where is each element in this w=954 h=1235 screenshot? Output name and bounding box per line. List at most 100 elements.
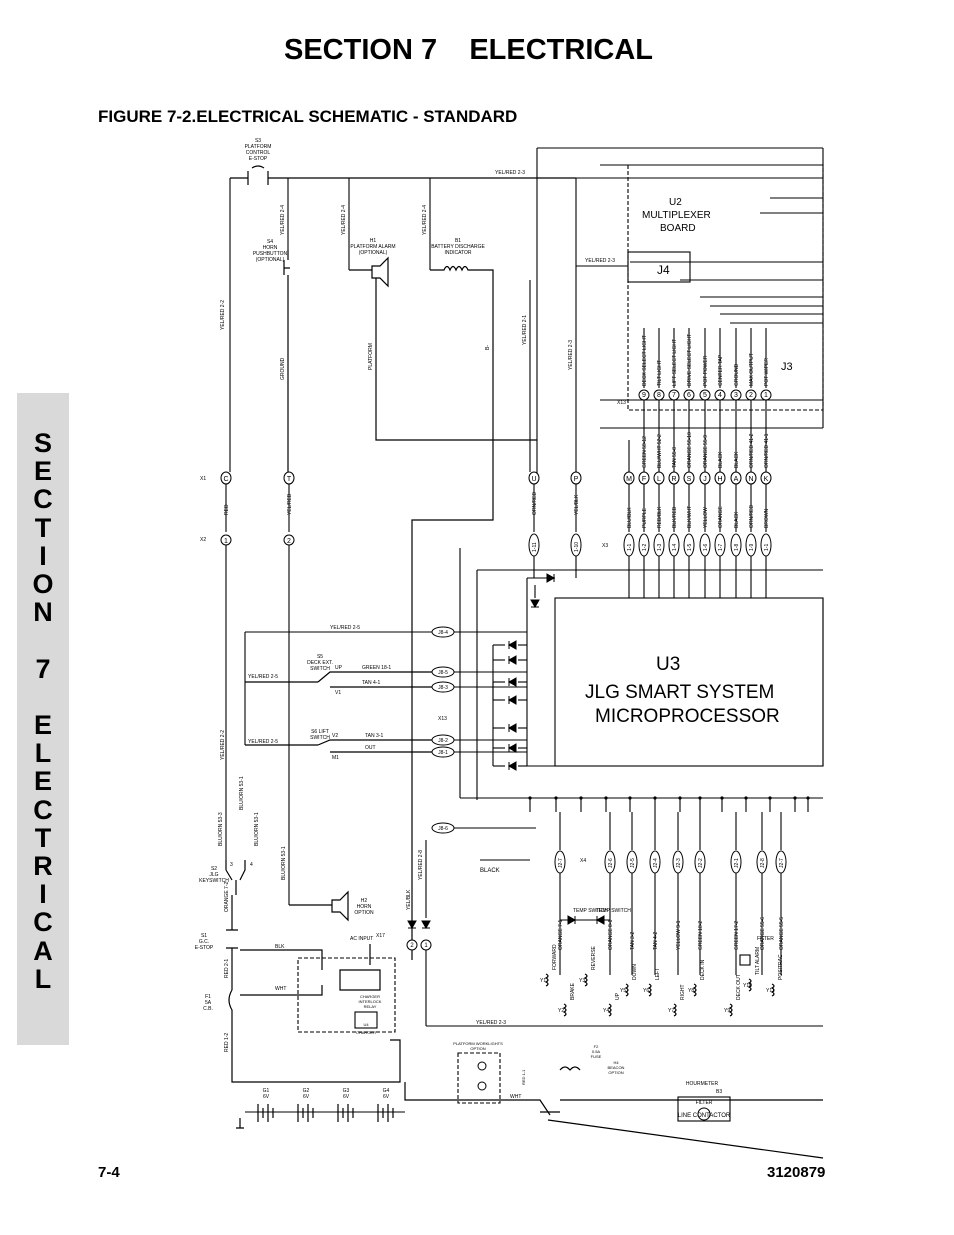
x17-pin-label: 1 <box>424 943 428 949</box>
battery-label: 6V <box>343 1094 350 1100</box>
component-label: BEACON <box>608 1065 625 1070</box>
wire-label: M1 <box>332 755 339 761</box>
side-tab-letter: C <box>33 794 53 825</box>
u2-label: MULTIPLEXER <box>642 210 711 221</box>
wire-label: BLU/ORN 53-3 <box>218 812 224 846</box>
wire-label: YEL/RED 2-5 <box>330 625 360 631</box>
h1-alarm <box>349 256 389 288</box>
j2-pin-label: J2-7 <box>558 858 564 868</box>
wire-label: YEL/RED 2-3 <box>568 340 574 370</box>
s5-switch <box>245 671 432 688</box>
component-label: KEYSWITCH <box>199 878 229 884</box>
junction-dot <box>653 796 657 800</box>
u2-j4-label: J4 <box>657 263 670 277</box>
mid-wire-label: ORN/RED <box>532 492 538 515</box>
component-label: SWITCH <box>310 666 330 672</box>
connector-ref: X13 <box>438 716 447 722</box>
valve-function-label: DOWN <box>632 964 638 980</box>
wire-label: BLK <box>275 944 285 950</box>
x3-wire-label: RED/BLK <box>657 506 663 528</box>
component-label: SWITCH <box>310 735 330 741</box>
valve-function-label: UP <box>615 992 621 1000</box>
junction-dot <box>579 796 583 800</box>
mid-wire-label: RED <box>224 504 230 515</box>
x3-pin-label: 1-3 <box>657 544 663 551</box>
ground-symbol <box>236 1118 244 1129</box>
valve-function-label: DECK IN <box>700 959 706 980</box>
component-label: INDICATOR <box>444 250 471 256</box>
wire-label: BLU/ORN 53-1 <box>254 812 260 846</box>
wire-label: YEL/RED 2-5 <box>248 674 278 680</box>
junction-dot <box>698 796 702 800</box>
battery-cell <box>377 1104 394 1122</box>
connector-ref: X4 <box>580 858 586 864</box>
connector-ref: X17 <box>376 933 385 939</box>
junction-dot <box>678 796 682 800</box>
solenoid-coil <box>747 978 752 992</box>
component-label: F2 <box>594 1044 599 1049</box>
solenoid-coil <box>562 1003 567 1017</box>
diode <box>530 599 540 609</box>
side-tab-letter: O <box>32 569 54 600</box>
side-tab-letter: C <box>33 907 53 938</box>
wire-label: YEL/RED 2-3 <box>476 1020 506 1026</box>
valve-wire-label: YELLOW 9-1 <box>676 920 682 950</box>
j3-function-label: POT WIPER <box>764 358 770 386</box>
wire-label: YEL/RED 2-4 <box>341 205 347 235</box>
component-label: S2 <box>211 866 217 872</box>
component-label: H4 <box>613 1060 619 1065</box>
mid-connector-letter: U <box>531 476 536 483</box>
side-tab-letter: E <box>33 766 52 797</box>
mid-pin-label: 1-11 <box>532 542 538 552</box>
valve-function-label: REVERSE <box>591 945 597 970</box>
diode <box>507 695 517 705</box>
x3-wire-label: BLACK <box>734 511 740 528</box>
u3-title: U3 <box>656 654 680 675</box>
component-label: C.B. <box>203 1006 213 1012</box>
u2-j3-label: J3 <box>781 361 793 373</box>
j3-wire-label: ORANGE 55-9 <box>703 435 709 468</box>
component-label: S5 <box>317 654 323 660</box>
j8-pin-label: J8-3 <box>438 685 448 691</box>
m1-motor <box>697 1107 711 1121</box>
valve-function-label: RIGHT <box>680 984 686 1000</box>
valve-id: Y1 <box>540 978 546 984</box>
pin-label: 3 <box>230 862 233 868</box>
wire-label: YEL/RED 2-8 <box>418 850 424 880</box>
x1-letter: H <box>717 476 722 483</box>
work-light <box>477 1061 487 1071</box>
j3-pin-number: 3 <box>734 392 738 399</box>
component-label: HOURMETER <box>686 1081 719 1087</box>
j3-wire-label: ORANGE 55-10 <box>687 432 693 468</box>
battery-label: G1 <box>263 1088 270 1094</box>
side-tab-letter: A <box>33 935 53 966</box>
wire-label: UP <box>335 665 343 671</box>
u4-charger <box>354 1011 378 1029</box>
wire-label: YEL/RED 2-3 <box>585 258 615 264</box>
wire-label: OUT <box>365 745 376 751</box>
u2-label: BOARD <box>660 223 696 234</box>
h2-horn <box>289 890 349 922</box>
junction-dot <box>744 796 748 800</box>
j3-function-label: DRIVE SELECT LIGHT <box>687 334 693 386</box>
battery-cell <box>257 1104 274 1122</box>
wire-label: BLACK <box>480 868 500 874</box>
mid-connector-letter: T <box>287 476 292 483</box>
x3-pin-label: 1-7 <box>718 544 724 551</box>
valve-function-label: LEFT <box>655 968 661 980</box>
valve-id: Y4 <box>603 1008 609 1014</box>
x3-wire-label: BLU/BLK <box>627 507 633 528</box>
side-tab-letter: N <box>33 597 53 628</box>
solenoid-coil <box>728 1003 733 1017</box>
component-label: 5A <box>205 1000 212 1006</box>
valve-id: Y6 <box>643 988 649 994</box>
component-label: TEMP SWITCH <box>573 908 608 914</box>
wire <box>375 278 537 441</box>
component-label: S6 LIFT <box>311 729 329 735</box>
wire-label: B- <box>485 345 491 350</box>
component-label: DECK EXT. <box>307 660 333 666</box>
pin-label: 4 <box>250 862 253 868</box>
j2-pin-label: J2-2 <box>698 858 704 868</box>
